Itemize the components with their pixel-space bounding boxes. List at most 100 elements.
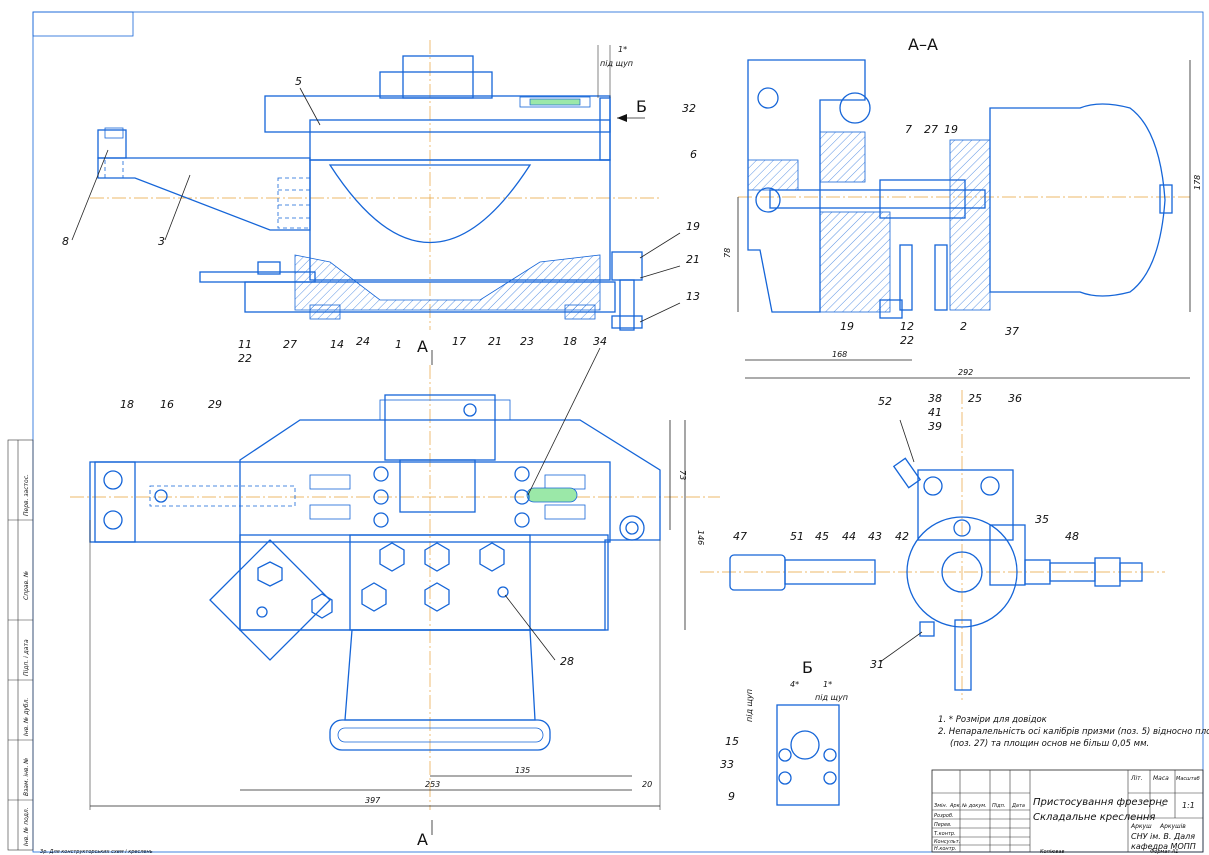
side-stamp-1: Справ. № — [23, 571, 30, 600]
part-29: 29 — [208, 398, 222, 411]
view-b-title: Б — [802, 658, 813, 677]
tb-copied: Копіював — [1040, 849, 1064, 855]
part-47: 47 — [733, 530, 747, 543]
tb-col-date: Дата — [1011, 803, 1025, 809]
part-52: 52 — [878, 395, 892, 408]
side-stamp-4: Взам. інв. № — [23, 757, 30, 796]
note-1: 1. * Розміри для довідок — [938, 715, 1048, 725]
part-13: 13 — [686, 290, 700, 303]
dim-168: 168 — [832, 350, 847, 359]
side-stamp-2: Підп. і дата — [23, 639, 30, 676]
note-2: 2. Непаралельність осі калібрів призми (… — [938, 727, 1209, 737]
main-part-labels: 5 8 3 11 22 27 14 24 1 17 21 23 18 34 19… — [62, 75, 700, 668]
tb-title-1: Пристосування фрезерне — [1033, 797, 1168, 808]
drawing-frame — [32, 11, 1204, 853]
part-21-b: 21 — [686, 253, 700, 266]
part-5: 5 — [295, 75, 302, 88]
part-18: 18 — [563, 335, 577, 348]
dim-178: 178 — [1193, 175, 1202, 190]
tb-col-sign: Підп. — [992, 803, 1005, 809]
tb-mass-value: – — [1160, 801, 1164, 810]
part-32: 32 — [682, 102, 696, 115]
dim-135: 135 — [515, 766, 530, 775]
part-21: 21 — [488, 335, 502, 348]
tb-col-change: Змін. — [934, 803, 947, 809]
part-44: 44 — [842, 530, 856, 543]
part-37: 37 — [1005, 325, 1019, 338]
gap-note-top: 1* — [618, 45, 627, 54]
part-19-sect-b: 19 — [840, 320, 854, 333]
dim-253: 253 — [425, 780, 440, 789]
part-43: 43 — [868, 530, 882, 543]
side-stamp: Перв. застос. Справ. № Підп. і дата Інв.… — [7, 439, 34, 851]
part-48: 48 — [1065, 530, 1079, 543]
side-stamp-3: Інв. № дубл. — [23, 698, 30, 736]
tb-col-sheet: Арк. — [949, 803, 961, 809]
part-16: 16 — [160, 398, 174, 411]
part-23: 23 — [520, 335, 534, 348]
part-41: 41 — [928, 406, 942, 419]
part-12: 12 — [900, 320, 914, 333]
part-31: 31 — [870, 658, 884, 671]
arrow-b-label: Б — [636, 97, 647, 116]
tb-role-3: Консульт. — [934, 839, 960, 845]
part-6: 6 — [690, 148, 697, 161]
part-42: 42 — [895, 530, 909, 543]
section-mark-top: А — [417, 337, 428, 356]
tb-scale-value: 1:1 — [1182, 801, 1195, 810]
dim-73: 73 — [678, 470, 687, 480]
tb-org-1: СНУ ім. В. Даля — [1131, 832, 1195, 841]
part-33: 33 — [720, 758, 734, 771]
probe-note-b-vert: під щуп — [745, 689, 754, 722]
part-17: 17 — [452, 335, 466, 348]
part-19-sect: 19 — [944, 123, 958, 136]
tb-org-2: кафедра МОПП — [1131, 842, 1196, 851]
tb-scale: Масштаб — [1176, 776, 1200, 782]
tb-role-4: Н.контр. — [934, 846, 956, 852]
part-19: 19 — [686, 220, 700, 233]
part-36: 36 — [1008, 392, 1022, 405]
technical-notes: 1. * Розміри для довідок 2. Непаралельні… — [938, 715, 1209, 749]
side-stamp-0: Перв. застос. — [23, 474, 30, 516]
part-39: 39 — [928, 420, 942, 433]
part-25: 25 — [968, 392, 982, 405]
part-28: 28 — [560, 655, 574, 668]
dim-20: 20 — [642, 780, 652, 789]
tb-role-0: Розроб. — [934, 813, 954, 819]
part-27: 27 — [283, 338, 297, 351]
part-18-b: 18 — [120, 398, 134, 411]
gap-note-b2: 1* — [823, 680, 832, 689]
part-15: 15 — [725, 735, 739, 748]
part-9: 9 — [728, 790, 735, 803]
tb-col-doc: № докум. — [961, 803, 987, 809]
gap-note-b: 4* — [790, 680, 799, 689]
part-51: 51 — [790, 530, 804, 543]
dim-78: 78 — [723, 248, 732, 258]
part-1: 1 — [395, 338, 402, 351]
section-title: А–А — [908, 35, 938, 54]
tb-format: Формат А1 — [1150, 849, 1178, 855]
part-24: 24 — [356, 335, 370, 348]
section-a-a: А–А 32 6 7 27 19 19 12 22 2 37 168 292 7… — [682, 35, 1202, 379]
part-22: 22 — [238, 352, 252, 365]
probe-note-b: під щуп — [815, 693, 848, 702]
probe-note-top: під щуп — [600, 59, 633, 68]
part-22-sect: 22 — [900, 334, 914, 347]
tb-role-2: Т.контр. — [934, 831, 956, 837]
view-b: Б 4* 1* під щуп під щуп 15 33 9 — [720, 658, 848, 806]
side-stamp-6: Інв. № подл. — [23, 807, 30, 846]
note-3: (поз. 27) та площин основ не більш 0,05 … — [950, 739, 1149, 749]
distributor-view: 52 38 41 39 25 36 35 47 51 45 44 43 42 4… — [700, 390, 1165, 700]
part-35: 35 — [1035, 513, 1049, 526]
part-7: 7 — [905, 123, 912, 136]
tb-lit: Літ. — [1130, 775, 1143, 782]
part-2: 2 — [960, 320, 967, 333]
plan-view: А А — [70, 337, 720, 849]
part-11: 11 — [238, 338, 252, 351]
corner-stamp-box — [32, 11, 134, 37]
part-27-sect: 27 — [924, 123, 938, 136]
part-14: 14 — [330, 338, 344, 351]
dim-397: 397 — [365, 796, 381, 805]
dim-146: 146 — [696, 530, 705, 545]
